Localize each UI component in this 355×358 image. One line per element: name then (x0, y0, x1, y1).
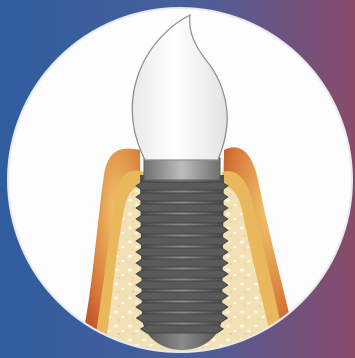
implant-thread (136, 281, 228, 289)
implant-thread (136, 226, 228, 234)
implant-thread (136, 248, 228, 256)
implant-thread (136, 303, 228, 311)
implant-thread (136, 314, 227, 322)
implant-thread (136, 292, 228, 300)
implant-thread (136, 237, 228, 245)
implant-thread (136, 182, 228, 190)
implant-thread (136, 270, 228, 278)
implant-thread (141, 325, 224, 333)
abutment-collar (144, 158, 220, 180)
implant-thread (136, 259, 228, 267)
implant-thread (136, 204, 228, 212)
implant-thread (136, 215, 228, 223)
implant-thread (136, 193, 228, 201)
screw-implant-icon (136, 175, 228, 350)
